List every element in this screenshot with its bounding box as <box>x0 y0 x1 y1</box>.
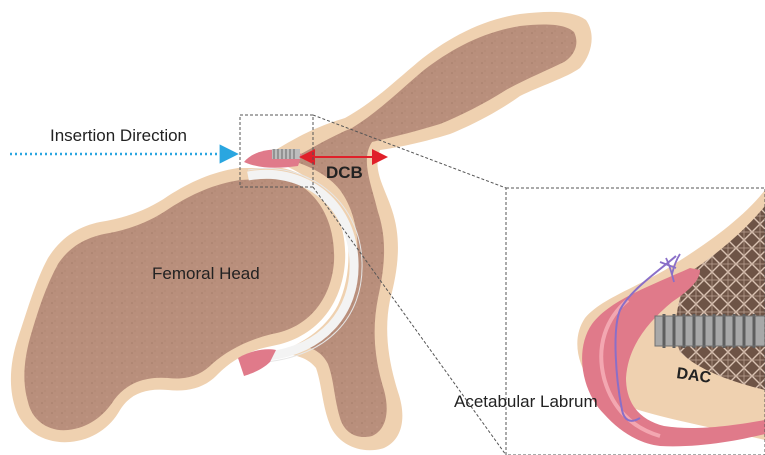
dcb-label: DCB <box>326 163 363 182</box>
femur-bone <box>11 168 345 442</box>
suture-anchor-large <box>655 314 765 348</box>
insertion-direction-label: Insertion Direction <box>50 126 187 145</box>
inset-detail: DAC <box>506 188 765 455</box>
suture-anchor-small <box>272 149 300 159</box>
femoral-head-label: Femoral Head <box>152 264 260 283</box>
acetabular-labrum-label: Acetabular Labrum <box>454 392 598 411</box>
